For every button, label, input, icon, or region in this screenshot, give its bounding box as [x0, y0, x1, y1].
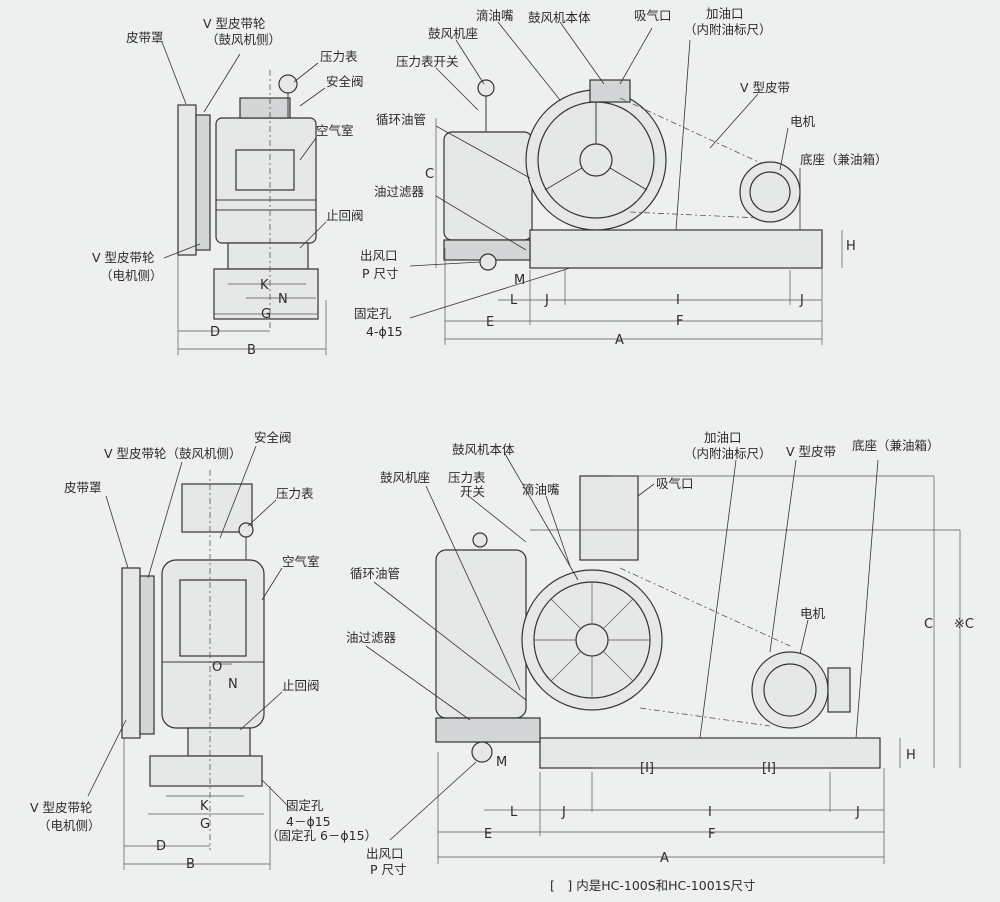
label-v-pulley-motor: V 型皮带轮	[92, 250, 155, 265]
label-oil-inlet: 加油口	[704, 430, 742, 445]
label-gauge-switch: 压力表开关	[396, 54, 459, 69]
label-drip-nozzle: 滴油嘴	[476, 8, 514, 23]
label-fix-hole-size: 4－ϕ15	[286, 814, 331, 829]
dim-f: F	[676, 314, 683, 329]
bottom-front-view: 鼓风机本体 加油口 （内附油标尺） V 型皮带 底座（兼油箱） 鼓风机座 压力表…	[346, 430, 974, 877]
dim-b: B	[186, 857, 195, 872]
dim-o: O	[212, 660, 222, 675]
label-check-valve: 止回阀	[326, 208, 364, 223]
label-fix-hole-alt: （固定孔 6－ϕ15）	[266, 828, 377, 843]
label-oil-inlet-note: （内附油标尺）	[684, 446, 772, 461]
dim-c: C	[924, 617, 933, 632]
dim-m: M	[514, 273, 525, 288]
label-outlet-size: P 尺寸	[362, 266, 399, 281]
label-drip-nozzle: 滴油嘴	[522, 482, 560, 497]
dim-h: H	[846, 239, 856, 254]
label-circ-pipe: 循环油管	[376, 112, 426, 127]
dim-c: C	[425, 167, 434, 182]
label-oil-filter: 油过滤器	[374, 184, 425, 199]
label-outlet: 出风口	[360, 248, 398, 263]
label-air-chamber: 空气室	[282, 554, 320, 569]
label-oil-inlet-note: （内附油标尺）	[684, 22, 772, 37]
dim-d: D	[156, 839, 166, 854]
dim-n: N	[278, 292, 288, 307]
label-base: 底座（兼油箱）	[852, 438, 940, 453]
bottom-side-view: V 型皮带轮（鼓风机侧） 安全阀 皮带罩 压力表 空气室 止回阀 V 型皮带轮 …	[30, 430, 377, 872]
dim-k: K	[260, 278, 269, 293]
label-v-pulley-motor: V 型皮带轮	[30, 800, 93, 815]
label-blower-seat: 鼓风机座	[428, 26, 478, 41]
label-fix-hole-size: 4-ϕ15	[366, 324, 403, 339]
label-circ-pipe: 循环油管	[350, 566, 400, 581]
label-air-chamber: 空气室	[316, 123, 354, 138]
label-fix-hole: 固定孔	[286, 798, 324, 813]
dim-f: F	[708, 827, 715, 842]
label-belt-cover: 皮带罩	[126, 30, 164, 45]
top-front-view: 滴油嘴 鼓风机本体 吸气口 加油口 （内附油标尺） 鼓风机座 压力表开关 V 型…	[354, 6, 888, 348]
label-fix-hole: 固定孔	[354, 306, 392, 321]
dim-j-right: J	[855, 805, 860, 820]
label-oil-inlet: 加油口	[706, 6, 744, 21]
label-v-belt: V 型皮带	[786, 444, 836, 459]
label-pressure-gauge: 压力表	[276, 486, 314, 501]
dim-i: I	[708, 805, 712, 820]
label-v-pulley-blower: V 型皮带轮	[203, 16, 266, 31]
label-blower-body: 鼓风机本体	[528, 10, 591, 25]
dim-i-bracket-2: [I]	[762, 761, 776, 776]
label-blower-body: 鼓风机本体	[452, 442, 515, 457]
footnote: [ ] 内是HC-100S和HC-1001S尺寸	[550, 878, 756, 893]
dim-a: A	[660, 851, 669, 866]
label-check-valve: 止回阀	[282, 678, 320, 693]
label-gauge-switch-2: 开关	[460, 484, 485, 499]
label-blower-seat: 鼓风机座	[380, 470, 430, 485]
dim-k: K	[200, 799, 209, 814]
label-oil-filter: 油过滤器	[346, 630, 397, 645]
dim-g: G	[261, 307, 271, 322]
dim-m: M	[496, 755, 507, 770]
label-outlet: 出风口	[366, 846, 404, 861]
dim-d: D	[210, 325, 220, 340]
label-gauge-switch: 压力表	[448, 470, 486, 485]
label-v-pulley-blower-note: （鼓风机侧）	[206, 32, 281, 47]
dim-h: H	[906, 748, 916, 763]
dim-e: E	[486, 315, 494, 330]
top-side-view: 皮带罩 V 型皮带轮 （鼓风机侧） 压力表 安全阀 空气室 止回阀 V 型皮带轮…	[92, 16, 364, 358]
label-intake: 吸气口	[634, 8, 672, 23]
label-intake: 吸气口	[656, 476, 694, 491]
label-motor: 电机	[790, 114, 816, 129]
label-base: 底座（兼油箱）	[800, 152, 888, 167]
label-safety-valve: 安全阀	[254, 430, 292, 445]
dim-l: L	[510, 805, 518, 820]
label-belt-cover: 皮带罩	[64, 480, 102, 495]
label-v-pulley-motor-note: （电机侧）	[100, 268, 163, 283]
label-v-pulley-blower: V 型皮带轮（鼓风机侧）	[104, 446, 242, 461]
dim-b: B	[247, 343, 256, 358]
dim-i-bracket-1: [I]	[640, 761, 654, 776]
dim-j-left: J	[544, 293, 549, 308]
label-motor: 电机	[800, 606, 826, 621]
dim-xc: ※C	[954, 617, 974, 632]
dim-i: I	[676, 293, 680, 308]
dim-j-right: J	[799, 293, 804, 308]
label-v-pulley-motor-note: （电机侧）	[38, 818, 101, 833]
dim-j-left: J	[561, 805, 566, 820]
dim-l: L	[510, 293, 518, 308]
dim-e: E	[484, 827, 492, 842]
dim-a: A	[615, 333, 624, 348]
label-pressure-gauge: 压力表	[320, 49, 358, 64]
label-outlet-size: P 尺寸	[370, 862, 407, 877]
label-safety-valve: 安全阀	[326, 74, 364, 89]
dim-n: N	[228, 677, 238, 692]
label-v-belt: V 型皮带	[740, 80, 790, 95]
dim-g: G	[200, 817, 210, 832]
